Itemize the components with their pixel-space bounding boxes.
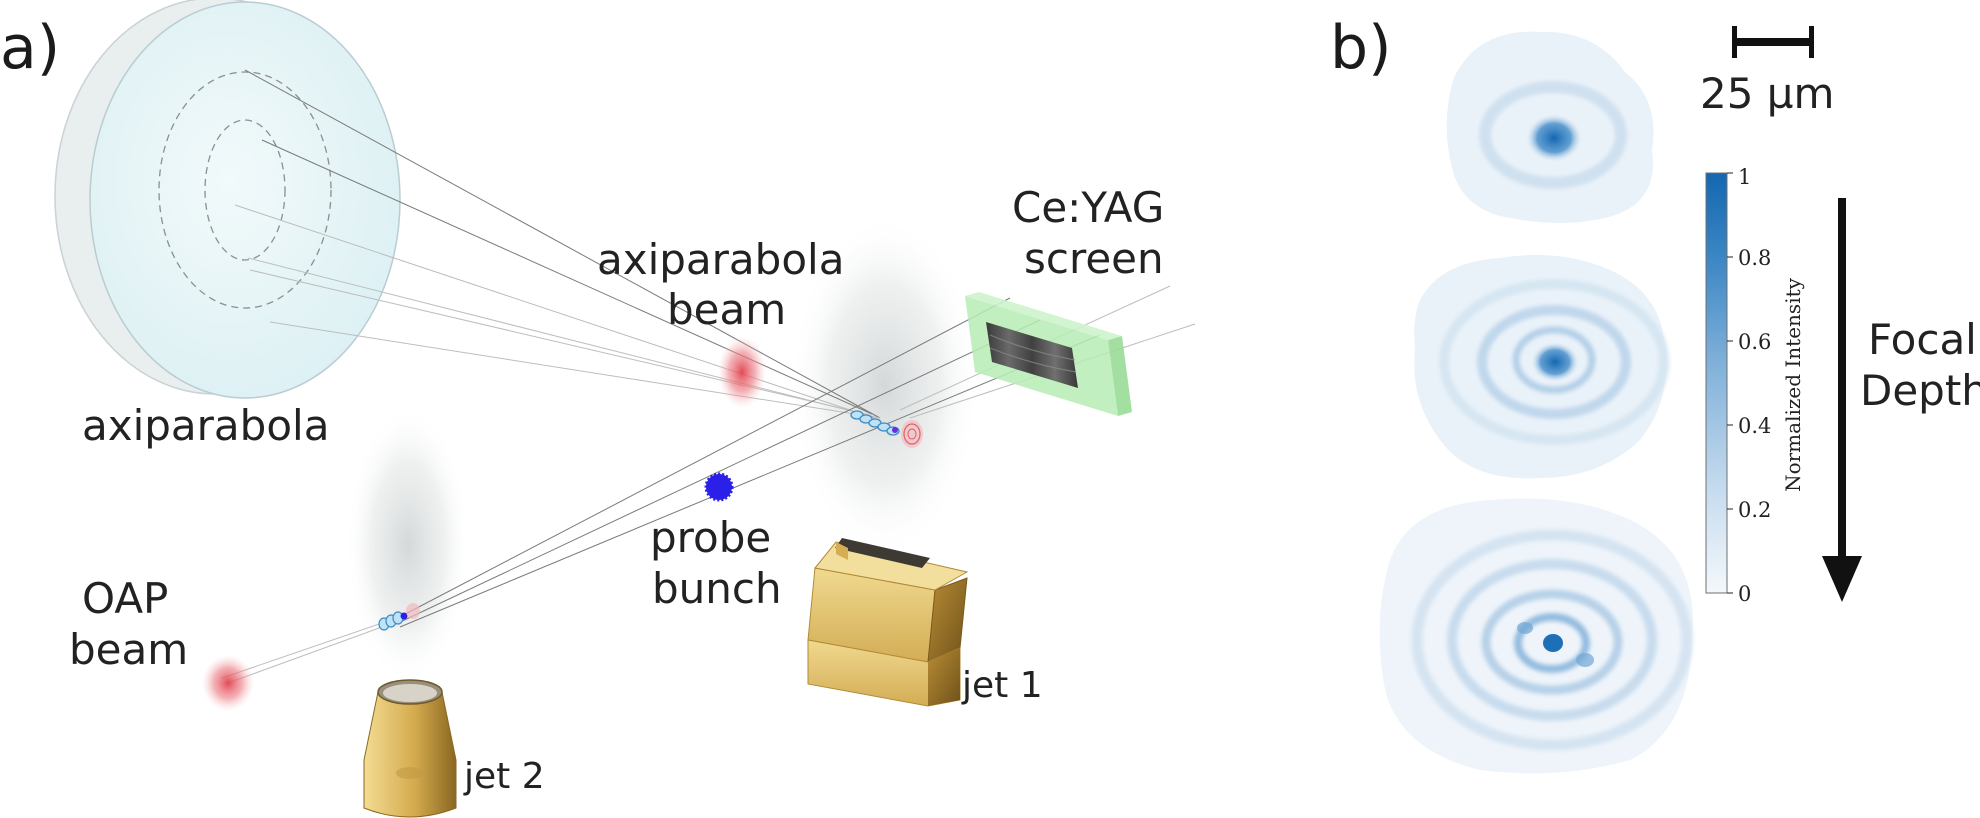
- colorbar-tick-0.2: 0.2: [1738, 498, 1771, 522]
- laser-pulse-jet1: [901, 420, 923, 448]
- colorbar: 1 0.8 0.6 0.4 0.2 0 Normalized Intensity: [1705, 165, 1805, 606]
- scale-bar-label: 25 µm: [1700, 69, 1834, 118]
- scale-bar: [1732, 26, 1814, 58]
- jet2-nozzle: [363, 679, 457, 818]
- axiparabola-beam-spot: [718, 336, 766, 408]
- gas-plume-jet2: [346, 405, 470, 685]
- axiparabola-mirror: [54, 0, 401, 399]
- axiparabola-beam-label-line1: axiparabola: [597, 235, 844, 284]
- colorbar-tick-0.6: 0.6: [1738, 330, 1771, 354]
- oap-beam-spot: [202, 655, 254, 711]
- probe-bunch-label-line1: probe: [650, 513, 771, 562]
- panel-a-label: a): [0, 13, 60, 83]
- colorbar-title: Normalized Intensity: [1781, 277, 1805, 492]
- axiparabola-beam-label-line2: beam: [667, 285, 786, 334]
- panel-b: b): [1330, 13, 1980, 774]
- axiparabola-rays: [234, 69, 881, 421]
- ceyag-screen: [965, 292, 1132, 416]
- focal-depth-label-line2: Depth: [1860, 366, 1980, 415]
- panel-b-label: b): [1330, 13, 1392, 83]
- ceyag-label-line2: screen: [1024, 234, 1164, 283]
- focal-spot-2: [1414, 254, 1669, 479]
- colorbar-gradient: [1705, 172, 1728, 594]
- focal-depth-arrow: [1822, 198, 1862, 602]
- plasma-wake-jet2: [378, 603, 420, 631]
- probe-bunch-label-line2: bunch: [652, 564, 782, 613]
- ceyag-label-line1: Ce:YAG: [1012, 183, 1164, 232]
- colorbar-tick-0: 0: [1738, 582, 1751, 606]
- jet1-label: jet 1: [961, 665, 1043, 706]
- focal-spot-3: [1379, 498, 1693, 774]
- probe-bunch: [704, 472, 734, 502]
- axiparabola-label: axiparabola: [82, 401, 329, 450]
- colorbar-tick-1: 1: [1738, 165, 1751, 189]
- colorbar-tick-0.8: 0.8: [1738, 246, 1771, 270]
- gas-plume-jet1: [790, 215, 980, 555]
- colorbar-tick-0.4: 0.4: [1738, 414, 1771, 438]
- focal-depth-label-line1: Focal: [1868, 315, 1977, 364]
- jet2-label: jet 2: [463, 756, 545, 797]
- panel-a: a) axiparabola axiparabola beam Ce:YAG s…: [0, 0, 1196, 818]
- focal-spot-1: [1446, 31, 1654, 223]
- oap-beam-label-line2: beam: [69, 625, 188, 674]
- oap-beam-label-line1: OAP: [82, 574, 168, 623]
- jet1-nozzle: [807, 538, 969, 707]
- plasma-wake-jet1: [850, 410, 900, 436]
